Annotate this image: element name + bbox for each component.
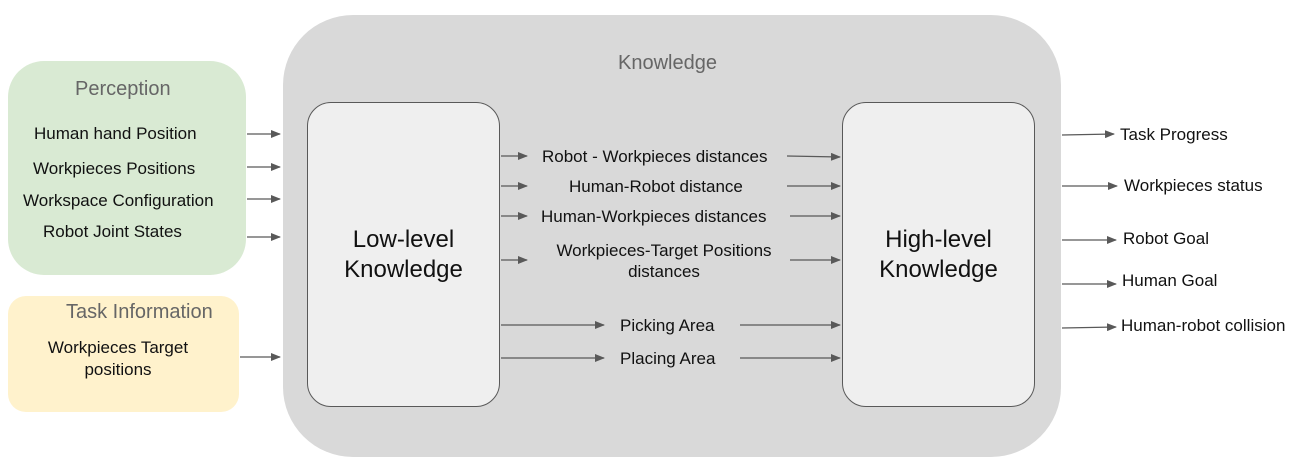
- low-level-knowledge-box: Low-level Knowledge: [307, 102, 500, 407]
- perception-panel: [8, 61, 246, 275]
- output-human-robot-collision: Human-robot collision: [1121, 316, 1286, 335]
- relation-placing-area: Placing Area: [620, 349, 716, 368]
- output-human-goal: Human Goal: [1122, 271, 1218, 290]
- output-robot-goal: Robot Goal: [1123, 229, 1209, 248]
- perception-item-workpieces-positions: Workpieces Positions: [33, 159, 196, 178]
- perception-item-human-hand-position: Human hand Position: [34, 124, 197, 143]
- relation-picking-area: Picking Area: [620, 316, 715, 335]
- task-information-panel: [8, 296, 239, 412]
- high-level-knowledge-box: High-level Knowledge: [842, 102, 1035, 407]
- relation-robot-workpieces-distances: Robot - Workpieces distances: [542, 147, 768, 166]
- relation-workpieces-target-positions-distances: Workpieces-Target Positions distances: [556, 241, 772, 281]
- arrow-task-progress: [1061, 130, 1115, 139]
- arrow-robot-workpieces-to-high: [786, 152, 841, 161]
- perception-item-workspace-configuration: Workspace Configuration: [23, 191, 214, 210]
- arrow-human-robot-collision: [1061, 323, 1117, 332]
- output-task-progress: Task Progress: [1120, 125, 1228, 144]
- knowledge-title: Knowledge: [618, 52, 717, 74]
- relation-human-workpieces-distances: Human-Workpieces distances: [541, 207, 767, 226]
- relation-human-robot-distance: Human-Robot distance: [569, 177, 743, 196]
- perception-item-robot-joint-states: Robot Joint States: [43, 222, 182, 241]
- task-information-title: Task Information: [66, 301, 213, 323]
- perception-title: Perception: [75, 78, 171, 100]
- task-item-workpieces-target-positions: Workpieces Target positions: [47, 338, 189, 379]
- output-workpieces-status: Workpieces status: [1124, 176, 1263, 195]
